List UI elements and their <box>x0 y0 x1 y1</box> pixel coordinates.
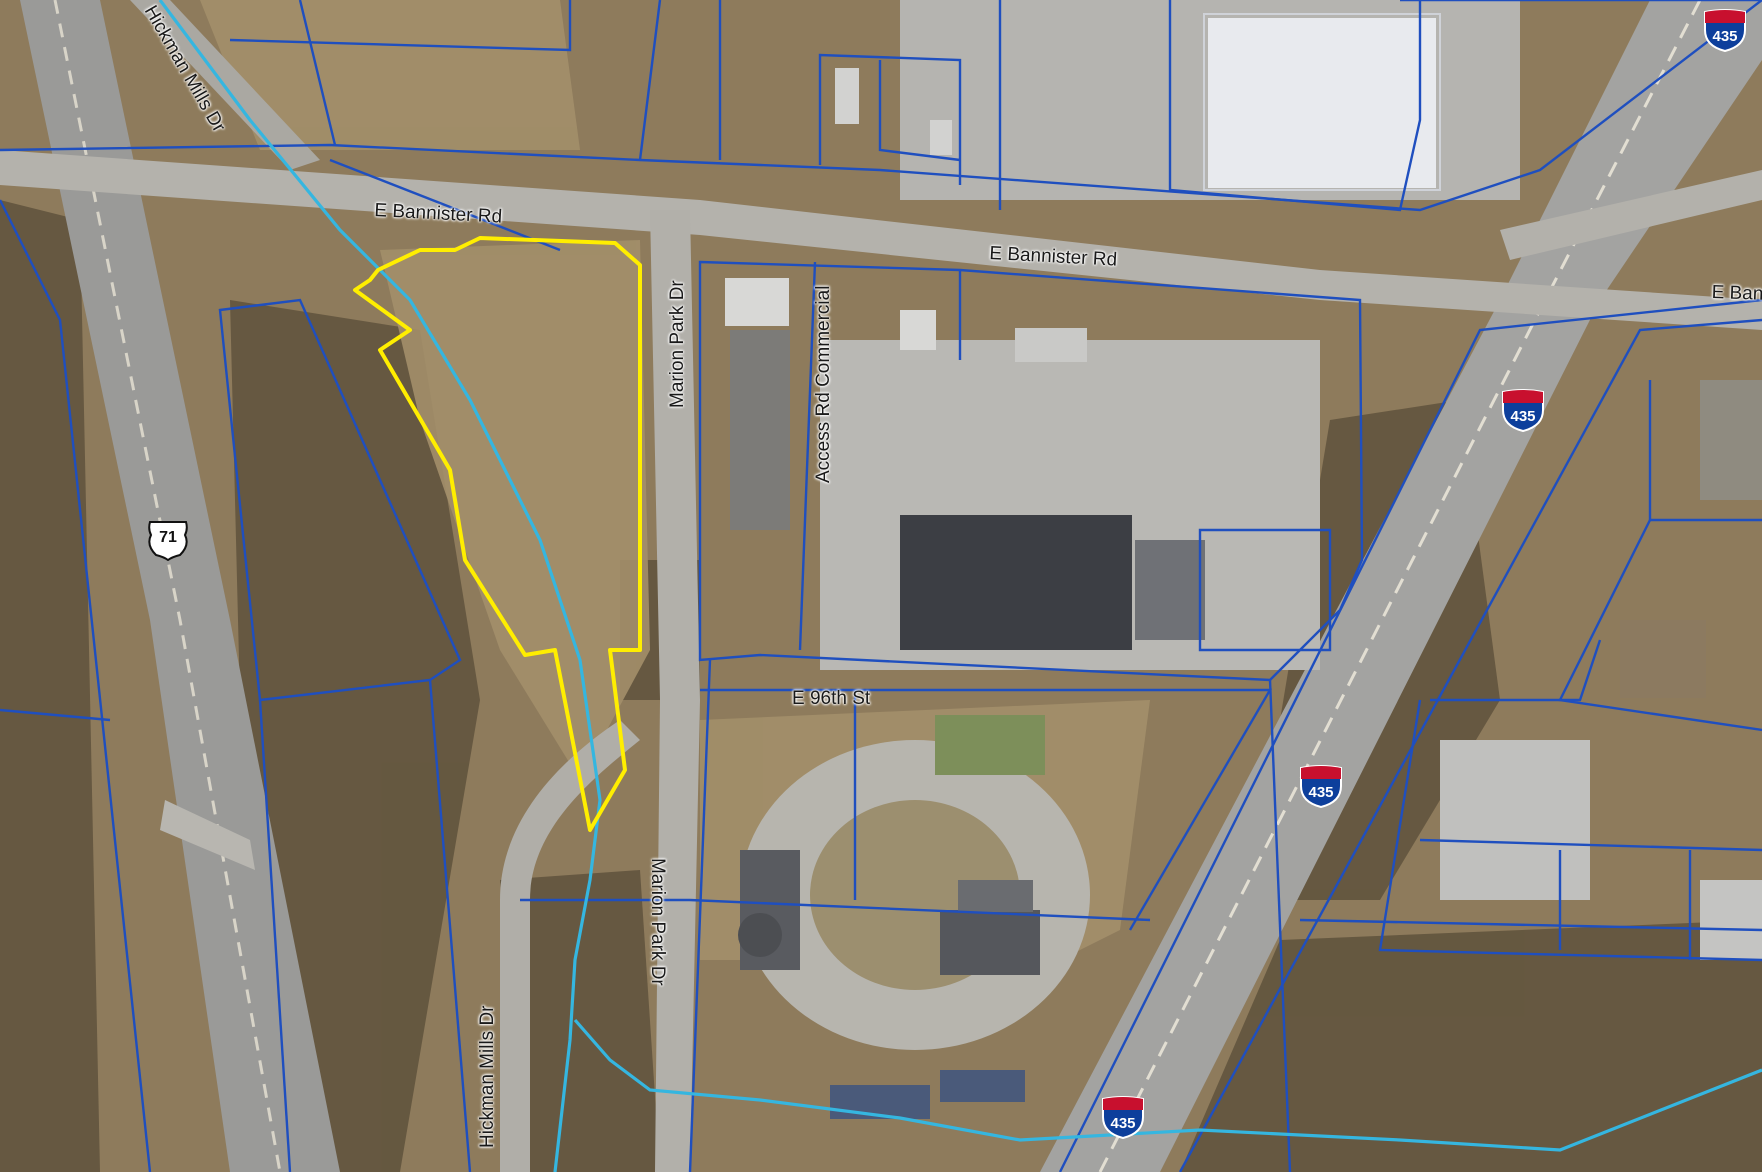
label-e96th: E 96th St <box>792 688 871 709</box>
i435-number: 435 <box>1712 28 1738 45</box>
i435-shield-bottom: 435 <box>1100 1095 1146 1139</box>
streams <box>158 0 1762 1172</box>
us71-number: 71 <box>159 529 177 546</box>
i435-number: 435 <box>1110 1115 1136 1132</box>
label-access-rd: Access Rd Commercial <box>813 285 834 483</box>
commercial-lots <box>725 0 1762 960</box>
label-marion-north: Marion Park Dr <box>667 280 688 408</box>
interstate-shield-icon <box>1102 1096 1144 1139</box>
us71-highway <box>20 0 340 1172</box>
i435-number: 435 <box>1308 784 1334 801</box>
us-route-shield-icon <box>148 521 188 562</box>
label-marion-south: Marion Park Dr <box>647 858 668 986</box>
i435-shield-top: 435 <box>1702 8 1748 52</box>
interstate-shield-icon <box>1502 389 1544 432</box>
label-bannister-east: E Ban <box>1711 282 1762 305</box>
marion-park-road <box>650 210 700 1172</box>
interstate-shield-icon <box>1704 9 1746 52</box>
subject-parcel-outline[interactable] <box>353 236 642 832</box>
i435-number: 435 <box>1510 408 1536 425</box>
i435-shield-lower: 435 <box>1298 764 1344 808</box>
label-hickman-south: Hickman Mills Dr <box>477 1005 498 1149</box>
us71-shield: 71 <box>146 519 190 562</box>
bannister-road <box>0 150 1762 330</box>
church-campus <box>738 715 1090 1119</box>
i435-shield-mid: 435 <box>1500 388 1546 432</box>
interstate-shield-icon <box>1300 765 1342 808</box>
hickman-mills-south-road <box>500 720 640 1172</box>
